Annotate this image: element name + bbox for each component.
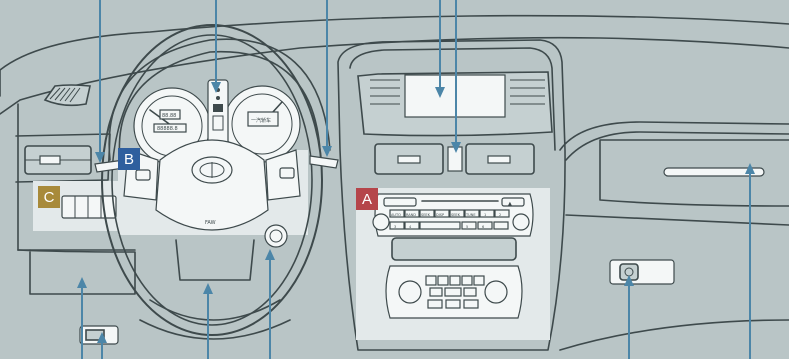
radio-button-label: RAND — [406, 213, 416, 217]
radio-button-label: AUTO — [391, 213, 401, 217]
radio-button-label: TUNE — [465, 213, 476, 217]
wheel-left-button — [135, 169, 151, 181]
temp-knob — [398, 280, 422, 304]
steering-wheel-rim-outer — [101, 24, 323, 336]
top-left-vent — [43, 84, 91, 107]
radio-button-label: 3 — [394, 225, 396, 229]
wheel-bottom-spoke — [175, 239, 255, 281]
fan-knob — [484, 280, 508, 304]
cluster-hood-inner — [118, 50, 321, 161]
climate-buttons — [425, 275, 485, 309]
glovebox-left — [17, 249, 136, 295]
callout-c-badge: C — [38, 186, 60, 208]
ignition-switch — [264, 224, 288, 248]
callout-c-label: C — [43, 188, 55, 206]
radio-button-labels: AUTO RAND SEEK DISP SEEK TUNE 1 2 3 4 5 … — [391, 213, 501, 229]
radio-button-label: 4 — [409, 225, 412, 229]
volume-knob — [372, 213, 390, 231]
wheel-badge-text: FAW — [205, 220, 216, 226]
storage-cubby — [391, 237, 517, 261]
tach-brand-text: 一汽轿车 — [251, 117, 271, 124]
steering-hub — [155, 139, 269, 231]
callout-b-label: B — [123, 150, 134, 168]
radio-eject — [501, 197, 525, 207]
glovebox-handle — [663, 167, 765, 177]
radio-buttons — [389, 209, 510, 230]
radio-button-label: 5 — [466, 225, 468, 229]
speedo-readout: 88.88 — [162, 113, 176, 119]
left-switch-block — [61, 195, 117, 219]
odometer-readout: 88888.8 — [157, 126, 178, 132]
right-stalk — [309, 155, 339, 169]
wheel-right-button — [279, 167, 295, 179]
callout-arrows — [77, 0, 755, 359]
callout-a-label: A — [361, 190, 372, 208]
tune-knob — [512, 213, 530, 231]
radio-button-label: SEEK — [421, 213, 431, 217]
passenger-dash-line — [559, 121, 789, 151]
callout-a-badge: A — [356, 188, 378, 210]
steering-wheel-rim-inner — [111, 34, 313, 326]
glovebox-panel — [599, 139, 789, 207]
radio-button-label: 1 — [484, 213, 486, 217]
radio-button-label: DISP — [436, 213, 444, 217]
eject-label: ▲ — [508, 201, 512, 207]
center-stack — [337, 39, 566, 351]
radio-button-label: 2 — [499, 213, 501, 217]
radio-cd-button — [383, 197, 417, 207]
radio-button-label: 6 — [482, 225, 484, 229]
callout-b-badge: B — [118, 148, 140, 170]
radio-button-label: SEEK — [451, 213, 461, 217]
tachometer — [223, 85, 301, 163]
dash-top-edge — [0, 14, 789, 97]
